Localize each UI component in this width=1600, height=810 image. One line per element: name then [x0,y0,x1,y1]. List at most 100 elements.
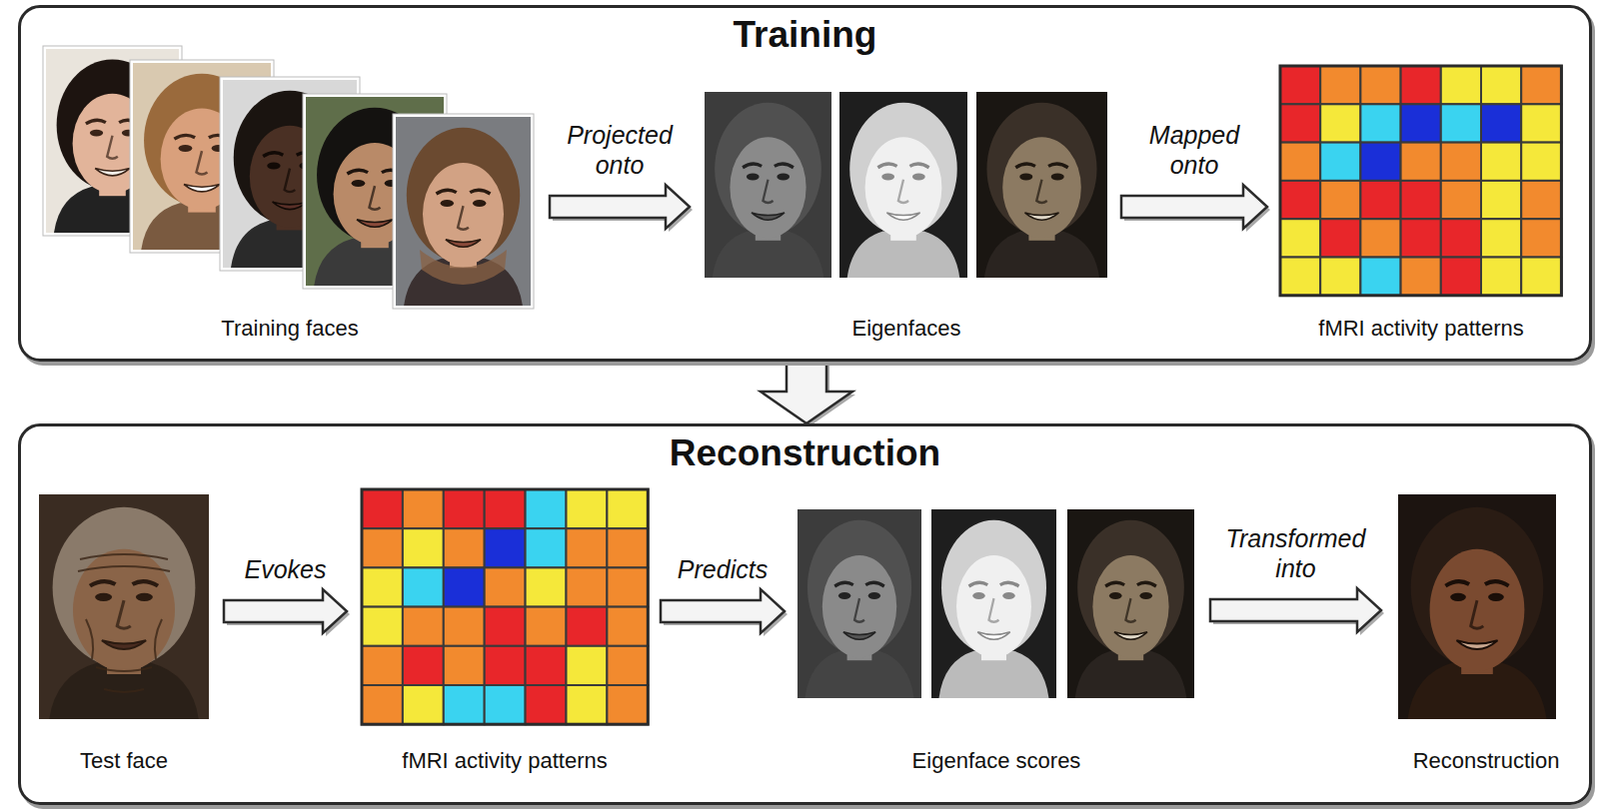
image-group: Reconstruction [1391,494,1582,775]
voxel-cell [1481,142,1522,181]
eigenface [839,91,968,278]
voxel-cell [1441,218,1482,257]
voxel-cell [361,646,403,686]
hollow-arrow [1210,588,1382,633]
voxel-cell [1320,218,1361,257]
voxel-cell [402,489,444,529]
voxel-cell [1481,180,1522,219]
voxel-cell [1521,65,1562,104]
voxel-cell [606,567,648,607]
voxel-cell [566,646,608,686]
eigenface-scores [797,509,1195,699]
voxel-cell [443,646,485,686]
voxel-cell [443,528,485,568]
eigenface [797,509,922,699]
image-group: fMRI activity patterns [1275,65,1568,342]
voxel-cell [1360,103,1401,142]
image-caption: Training faces [218,315,360,342]
hollow-arrow [660,589,785,634]
stage-panel: ReconstructionTest facefMRI activity pat… [17,423,1593,806]
voxel-cell [1360,218,1401,257]
voxel-cell [402,607,444,647]
voxel-cell [1441,103,1482,142]
voxel-cell [484,646,526,686]
voxel-cell [1280,218,1321,257]
voxel-cell [1521,142,1562,181]
voxel-cell [1280,65,1321,104]
image-caption: fMRI activity patterns [399,748,609,775]
voxel-cell [1401,142,1442,181]
photo-frame [392,113,534,309]
voxel-cell [443,489,485,529]
voxel-cell [1320,65,1361,104]
voxel-cell [1481,218,1522,257]
voxel-cell [566,528,608,568]
wrinkles [77,554,170,693]
voxel-cell [525,528,567,568]
edge-label: Projected onto [549,119,690,180]
voxel-cell [525,646,567,686]
voxel-cell [606,685,648,725]
voxel-cell [1481,103,1522,142]
voxel-cell [1441,65,1482,104]
voxel-cell [1280,257,1321,296]
voxel-cell [1401,103,1442,142]
face-photo [38,494,209,720]
voxel-cell [525,685,567,725]
grid-border [361,489,648,725]
hollow-arrow [760,361,853,424]
voxel-cell [1441,142,1482,181]
voxel-cell [525,607,567,647]
image-caption: fMRI activity patterns [1316,315,1526,342]
eigenface [1067,509,1195,699]
panel-heading: Training [20,13,1590,57]
eigenfaces [704,91,1108,278]
voxel-cell [525,567,567,607]
voxel-cell [1441,180,1482,219]
voxel-cell [1401,65,1442,104]
stage-panel: TrainingTraining faces Eigenfaces fMRI act… [17,4,1593,362]
image-caption: Test face [77,748,170,775]
voxel-cell [402,646,444,686]
hollow-arrow [223,589,347,634]
voxel-cell [1360,257,1401,296]
voxel-cell [1320,103,1361,142]
image-group: Training faces [39,48,540,342]
voxel-cell [1441,257,1482,296]
voxel-cell [402,567,444,607]
voxel-cell [1320,257,1361,296]
image-group: Eigenface scores [792,509,1201,775]
voxel-cell [361,489,403,529]
voxel-cell [402,528,444,568]
voxel-cell [1481,65,1522,104]
panel-heading: Reconstruction [20,432,1590,476]
fmri-grid [361,489,648,725]
image-caption: Reconstruction [1411,748,1563,775]
voxel-cell [1280,180,1321,219]
face-photo [1398,494,1557,720]
reconstructed-face [1398,494,1557,720]
beard [419,249,507,285]
voxel-cell [606,528,648,568]
hollow-arrow [1121,184,1268,229]
voxel-cell [1280,103,1321,142]
image-group: Test face [33,494,214,775]
voxel-cell [1521,180,1562,219]
voxel-cell [1360,65,1401,104]
voxel-cell [484,528,526,568]
voxel-cell [606,607,648,647]
edge-label: Transformed into [1216,523,1377,584]
hollow-arrow [549,184,690,229]
voxel-cell [1360,180,1401,219]
fmri-grid [1280,65,1562,296]
voxel-cell [484,567,526,607]
voxel-cell [443,567,485,607]
image-caption: Eigenfaces [850,315,964,342]
voxel-cell [1481,257,1522,296]
voxel-cell [484,607,526,647]
image-caption: Eigenface scores [910,748,1084,775]
test-face [38,494,209,720]
image-group: Eigenfaces [699,91,1114,342]
